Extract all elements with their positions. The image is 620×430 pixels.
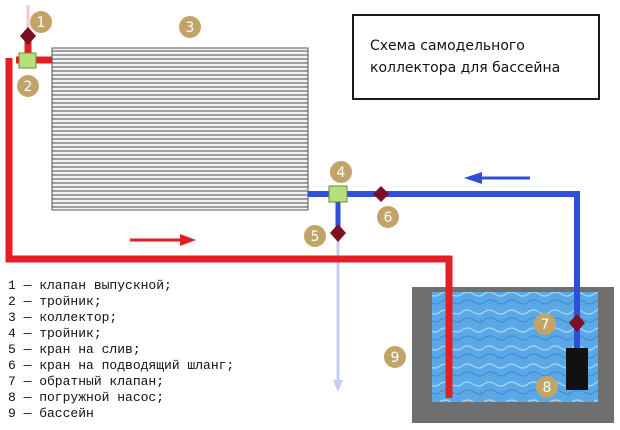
svg-text:9: 9 <box>391 350 400 366</box>
badge-2: 2 <box>17 75 39 97</box>
tee-2 <box>18 52 37 69</box>
tee-4 <box>328 185 348 203</box>
badge-8: 8 <box>536 376 558 398</box>
svg-text:7: 7 <box>541 317 550 333</box>
diagram-title-box: Схема самодельного коллектора для бассей… <box>352 14 600 100</box>
legend-item-4: 4 — тройник; <box>8 326 102 341</box>
legend-item-9: 9 — бассейн <box>8 406 94 421</box>
flow-arrow-right <box>130 234 196 246</box>
legend-item-3: 3 — коллектор; <box>8 310 118 325</box>
valve-6 <box>373 186 389 202</box>
svg-text:1: 1 <box>37 15 46 31</box>
legend: 1 — клапан выпускной; 2 — тройник; 3 — к… <box>8 278 234 422</box>
legend-item-2: 2 — тройник; <box>8 294 102 309</box>
legend-item-7: 7 — обратный клапан; <box>8 374 165 389</box>
svg-text:2: 2 <box>24 79 33 95</box>
legend-item-5: 5 — кран на слив; <box>8 342 141 357</box>
legend-item-8: 8 — погружной насос; <box>8 390 165 405</box>
badge-1: 1 <box>30 11 52 33</box>
badge-5: 5 <box>304 225 326 247</box>
badge-3: 3 <box>179 16 201 38</box>
flow-arrow-left <box>464 172 530 184</box>
svg-text:3: 3 <box>186 20 195 36</box>
title-line-2: коллектора для бассейна <box>370 60 561 76</box>
valve-1 <box>20 27 36 45</box>
badge-9: 9 <box>384 346 406 368</box>
badge-4: 4 <box>330 161 352 183</box>
title-line-1: Схема самодельного <box>370 38 525 54</box>
badge-7: 7 <box>534 313 556 335</box>
valve-7 <box>569 314 585 332</box>
valve-5 <box>330 224 346 242</box>
cold-pipe <box>308 191 580 360</box>
badge-6: 6 <box>377 206 399 228</box>
legend-item-1: 1 — клапан выпускной; <box>8 278 172 293</box>
svg-text:8: 8 <box>543 380 552 396</box>
drain-arrow <box>333 380 343 392</box>
svg-text:4: 4 <box>337 165 346 181</box>
collector-panel <box>51 47 309 211</box>
diagram-title: Схема самодельного коллектора для бассей… <box>370 35 560 79</box>
submersible-pump <box>566 348 588 390</box>
svg-text:5: 5 <box>311 229 320 245</box>
svg-text:6: 6 <box>384 210 393 226</box>
legend-item-6: 6 — кран на подводящий шланг; <box>8 358 235 373</box>
